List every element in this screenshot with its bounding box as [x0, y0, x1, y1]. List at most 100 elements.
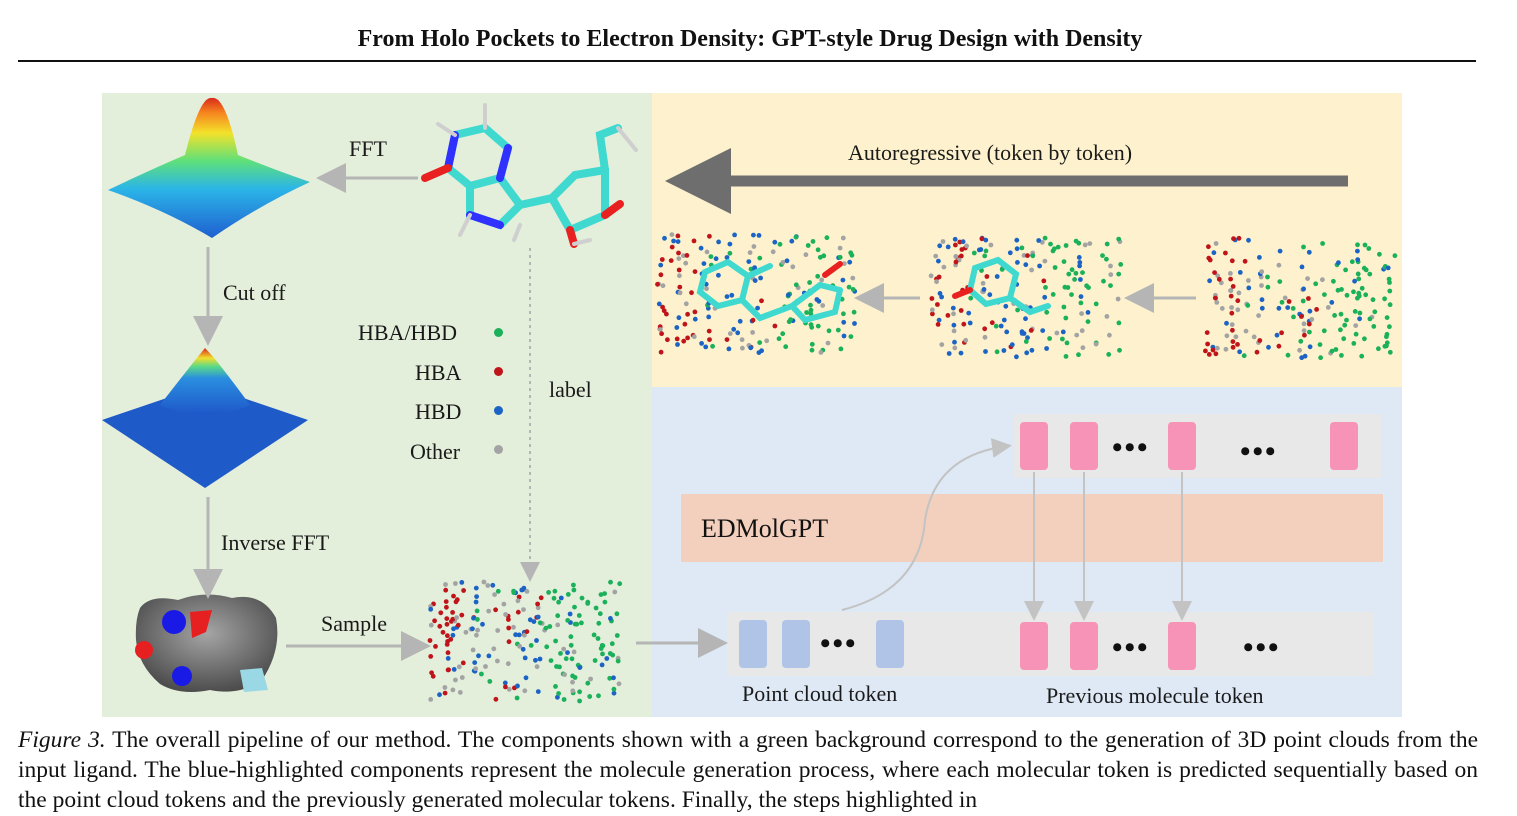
- point-cloud-dot: [1241, 353, 1247, 359]
- point-cloud-dot: [609, 641, 615, 647]
- point-cloud-dot: [747, 250, 753, 256]
- point-cloud-dot: [572, 621, 578, 627]
- point-cloud-dot: [1082, 242, 1088, 248]
- previous-molecule-token-label: Previous molecule token: [1046, 683, 1264, 708]
- point-cloud-dot: [701, 261, 707, 266]
- point-cloud-dot: [953, 242, 958, 248]
- point-cloud-dot: [979, 236, 985, 242]
- point-cloud-dot: [556, 691, 561, 696]
- point-cloud-dot: [1044, 309, 1050, 315]
- point-cloud-dot: [505, 661, 511, 667]
- point-cloud-dot: [983, 237, 989, 243]
- point-cloud-dot: [442, 685, 448, 690]
- point-cloud-dot: [1104, 241, 1110, 247]
- point-cloud-dot: [968, 295, 974, 301]
- point-cloud-dot: [1223, 250, 1228, 256]
- point-cloud-dot: [535, 689, 541, 694]
- point-cloud-dot: [1072, 277, 1077, 282]
- point-cloud-dot: [456, 664, 462, 670]
- point-cloud-dot: [428, 654, 434, 659]
- point-cloud-dot: [952, 236, 958, 242]
- point-cloud-dot: [558, 595, 564, 601]
- point-cloud-dot: [982, 253, 988, 259]
- point-cloud-dot: [616, 681, 622, 687]
- point-cloud-dot: [473, 599, 479, 605]
- point-cloud-dot: [984, 274, 990, 279]
- point-cloud-dot: [750, 317, 756, 323]
- point-cloud-dot: [450, 687, 456, 693]
- point-cloud-dot: [1228, 276, 1233, 282]
- point-cloud-dot: [936, 317, 942, 323]
- point-cloud-dot: [952, 339, 957, 345]
- point-cloud-dot: [537, 656, 543, 662]
- point-cloud-dot: [1203, 348, 1208, 354]
- point-cloud-dot: [588, 676, 593, 682]
- point-cloud-dot: [953, 259, 959, 265]
- point-cloud-dot: [1118, 262, 1124, 267]
- point-cloud-step-final: [655, 232, 858, 355]
- point-cloud-dot: [511, 588, 516, 594]
- point-cloud-dot: [1301, 321, 1307, 327]
- point-cloud-dot: [1064, 340, 1070, 346]
- point-cloud-dot: [1251, 334, 1257, 340]
- point-cloud-dot: [519, 587, 525, 593]
- point-cloud-dot: [1066, 271, 1072, 277]
- point-cloud-dot: [1078, 300, 1084, 306]
- point-cloud-dot: [585, 601, 591, 606]
- point-cloud-dot: [531, 619, 537, 624]
- point-cloud-dot: [1285, 305, 1291, 310]
- point-cloud-dot: [570, 688, 576, 694]
- point-cloud-dot: [1040, 328, 1046, 333]
- point-cloud-dot: [1384, 334, 1389, 340]
- point-cloud-dot: [1014, 237, 1020, 243]
- point-cloud-dot: [1014, 246, 1020, 252]
- point-cloud-dot: [1235, 342, 1240, 347]
- point-cloud-dot: [1301, 286, 1306, 292]
- point-cloud-dot: [683, 260, 689, 266]
- point-cloud-dot: [789, 238, 795, 244]
- point-cloud-dot: [703, 344, 709, 350]
- point-cloud-dot: [517, 643, 522, 649]
- point-cloud-dot: [463, 629, 469, 635]
- point-cloud-dot: [951, 311, 956, 317]
- point-cloud-dot: [958, 308, 964, 313]
- point-cloud-dot: [675, 342, 680, 347]
- point-cloud-dot: [685, 311, 690, 317]
- point-cloud-dot: [534, 664, 540, 670]
- point-cloud-dot: [784, 258, 790, 264]
- point-cloud-dot: [602, 599, 608, 605]
- point-cloud-dot: [757, 340, 763, 345]
- point-cloud-dot: [513, 632, 518, 638]
- point-cloud-dot: [1342, 322, 1348, 328]
- point-cloud-dot: [568, 634, 574, 640]
- point-cloud-dot: [445, 639, 450, 644]
- point-cloud-dot: [528, 643, 534, 648]
- point-cloud-dot: [748, 345, 754, 351]
- point-cloud-dot: [808, 311, 814, 317]
- point-cloud-dot: [444, 616, 450, 621]
- point-cloud-dot: [1108, 283, 1113, 288]
- point-cloud-dot: [937, 291, 943, 296]
- point-cloud-dot: [815, 323, 821, 329]
- point-cloud-dot: [571, 582, 576, 588]
- point-cloud-dot: [1307, 308, 1313, 314]
- point-cloud-dot: [1207, 278, 1212, 284]
- point-cloud-dot: [1216, 276, 1222, 282]
- point-cloud-dot: [1297, 347, 1302, 353]
- point-cloud-dot: [1015, 260, 1020, 265]
- point-cloud-dot: [1300, 298, 1306, 304]
- point-cloud-dot: [814, 297, 820, 302]
- point-cloud-dot: [755, 305, 760, 311]
- point-cloud-dot: [1080, 270, 1085, 275]
- point-cloud-dot: [983, 349, 988, 354]
- point-cloud-dot: [936, 258, 941, 264]
- point-cloud-dot: [454, 615, 459, 620]
- point-cloud-dot: [1069, 292, 1074, 297]
- point-cloud-dot: [1357, 316, 1362, 322]
- point-cloud-dot: [1285, 352, 1291, 358]
- point-cloud-dot: [1218, 280, 1224, 286]
- point-cloud-dot: [1352, 309, 1358, 314]
- point-cloud-dot: [1355, 271, 1361, 277]
- point-cloud-dot: [1019, 329, 1025, 335]
- inverse-fft-label: Inverse FFT: [221, 530, 330, 555]
